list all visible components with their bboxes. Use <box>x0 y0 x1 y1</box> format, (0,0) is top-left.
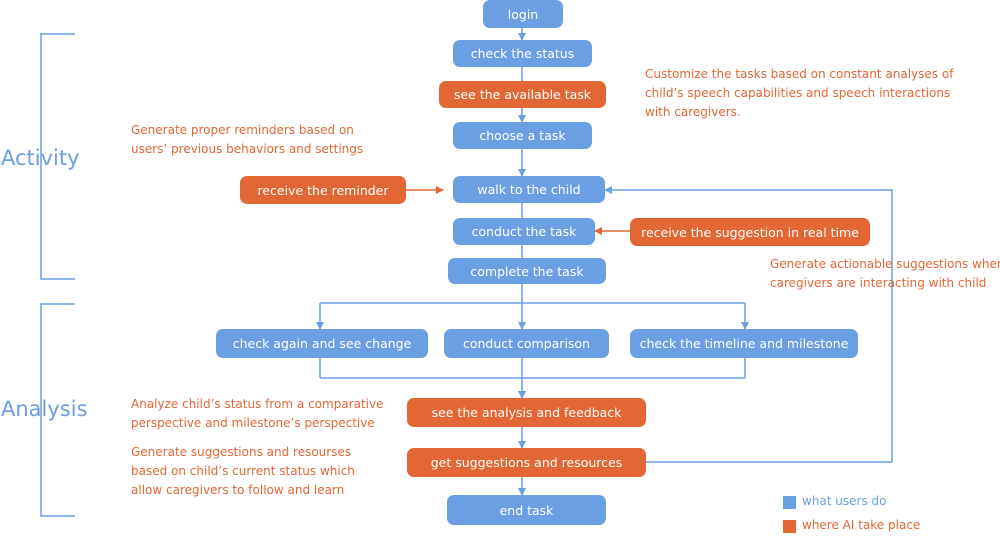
analysis-bracket <box>40 303 75 517</box>
section-activity: Activity <box>1 146 80 170</box>
note-line: Generate proper reminders based on <box>131 123 354 137</box>
note-line: based on child’s current status which <box>131 464 355 478</box>
note-customize-tasks: Customize the tasks based on constant an… <box>645 65 953 122</box>
note-line: child’s speech capabilities and speech i… <box>645 86 951 100</box>
node-receive-the-reminder[interactable]: receive the reminder <box>240 176 406 204</box>
note-line: Generate suggestions and resourses <box>131 445 352 459</box>
node-complete-the-task[interactable]: complete the task <box>448 258 606 284</box>
node-walk-to-the-child[interactable]: walk to the child <box>453 176 605 203</box>
node-receive-the-suggestion-in-real-time[interactable]: receive the suggestion in real time <box>630 218 870 246</box>
node-check-the-status[interactable]: check the status <box>453 40 592 67</box>
note-line: perspective and milestone’s perspective <box>131 416 375 430</box>
note-actionable-suggestions: Generate actionable suggestions when car… <box>770 255 1000 293</box>
edge-loop-back <box>604 186 893 463</box>
section-analysis: Analysis <box>1 397 88 421</box>
node-get-suggestions-and-resources[interactable]: get suggestions and resources <box>407 448 646 477</box>
node-check-the-timeline-and-milestone[interactable]: check the timeline and milestone <box>630 329 858 358</box>
legend-ai-swatch <box>783 520 796 533</box>
note-line: Analyze child’s status from a comparativ… <box>131 397 384 411</box>
note-line: with caregivers. <box>645 105 741 119</box>
note-line: caregivers are interacting with child <box>770 276 987 290</box>
legend-ai-label: where AI take place <box>802 518 921 532</box>
node-see-the-available-task[interactable]: see the available task <box>439 81 606 108</box>
node-conduct-comparison[interactable]: conduct comparison <box>444 329 609 358</box>
note-line: users’ previous behaviors and settings <box>131 142 364 156</box>
node-check-again-and-see-change[interactable]: check again and see change <box>216 329 428 358</box>
node-choose-a-task[interactable]: choose a task <box>453 122 592 149</box>
legend-user-label: what users do <box>802 494 887 508</box>
note-line: Customize the tasks based on constant an… <box>645 67 954 81</box>
note-generate-reminders: Generate proper reminders based on users… <box>131 121 363 159</box>
node-conduct-the-task[interactable]: conduct the task <box>453 218 595 245</box>
legend-user-swatch <box>783 496 796 509</box>
activity-bracket <box>40 33 75 280</box>
note-line: allow caregivers to follow and learn <box>131 483 345 497</box>
node-see-the-analysis-and-feedback[interactable]: see the analysis and feedback <box>407 398 646 427</box>
note-line: Generate actionable suggestions when <box>770 257 1000 271</box>
note-analyze-status: Analyze child’s status from a comparativ… <box>131 395 383 433</box>
node-end-task[interactable]: end task <box>447 495 606 525</box>
node-login[interactable]: login <box>483 0 563 28</box>
note-generate-resources: Generate suggestions and resourses based… <box>131 443 355 500</box>
